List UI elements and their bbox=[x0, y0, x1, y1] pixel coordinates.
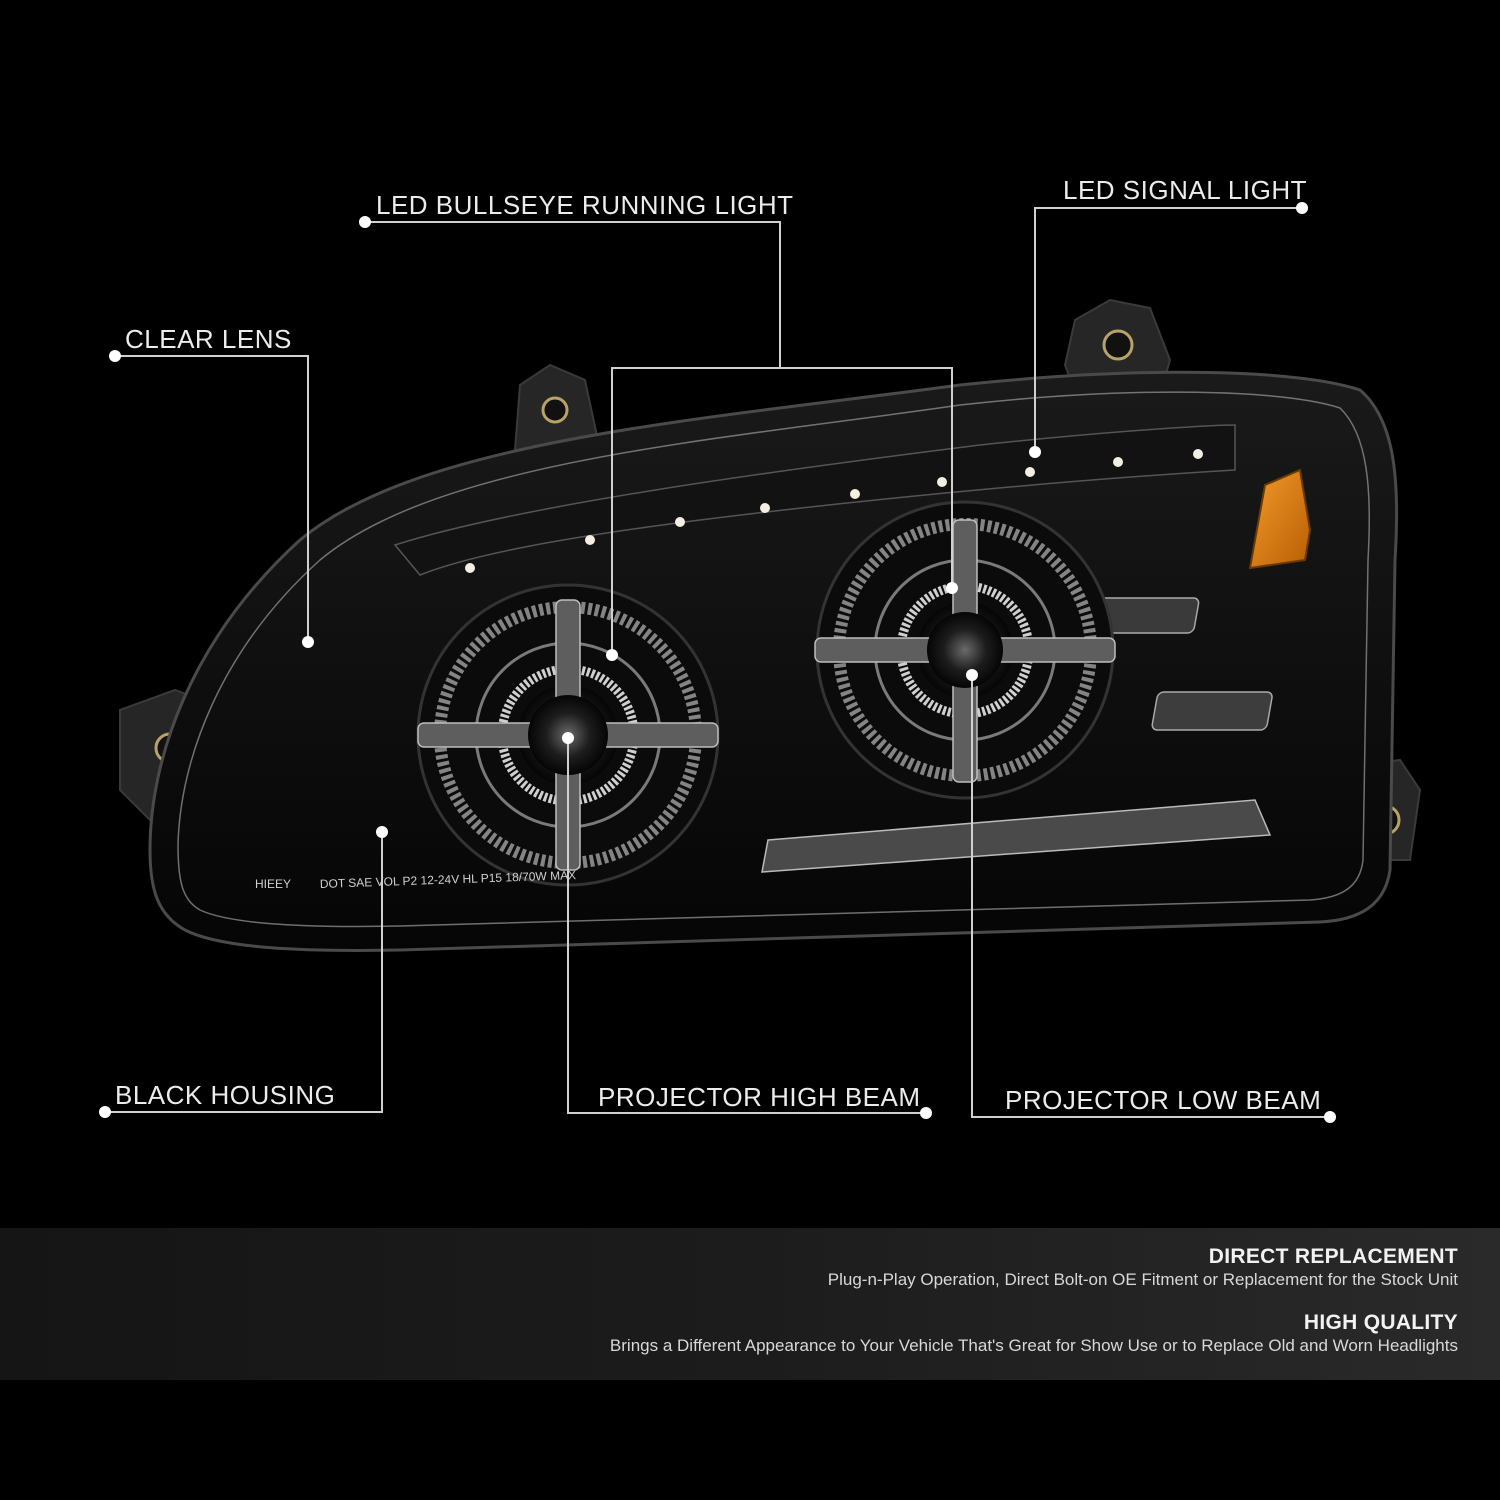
callout-lines bbox=[105, 207, 1330, 1118]
projector-low-beam bbox=[814, 500, 1116, 800]
led-dot bbox=[585, 535, 595, 545]
leader-projector-high bbox=[567, 738, 926, 1114]
led-running-strip bbox=[393, 424, 1236, 576]
led-dot bbox=[850, 489, 860, 499]
label-projector-low: PROJECTOR LOW BEAM bbox=[1005, 1085, 1322, 1115]
label-led-bullseye: LED BULLSEYE RUNNING LIGHT bbox=[376, 190, 794, 220]
led-dot bbox=[465, 563, 475, 573]
led-dot bbox=[937, 477, 947, 487]
led-dot bbox=[1113, 457, 1123, 467]
led-dot bbox=[760, 503, 770, 513]
label-led-signal: LED SIGNAL LIGHT bbox=[1063, 175, 1307, 205]
light-bar-middle bbox=[1151, 691, 1273, 731]
leader-clear-lens bbox=[115, 355, 309, 642]
feature-title-direct: DIRECT REPLACEMENT bbox=[1208, 1245, 1458, 1268]
led-dot bbox=[1025, 467, 1035, 477]
leader-projector-low bbox=[971, 675, 1330, 1118]
feature-desc-direct: Plug-n-Play Operation, Direct Bolt-on OE… bbox=[827, 1270, 1458, 1289]
feature-panel: DIRECT REPLACEMENT Plug-n-Play Operation… bbox=[0, 1228, 1500, 1380]
feature-title-quality: HIGH QUALITY bbox=[1303, 1311, 1458, 1334]
callout-dots bbox=[99, 202, 1336, 1123]
clear-lens-outline bbox=[177, 391, 1371, 928]
led-dot bbox=[1193, 449, 1203, 459]
label-projector-high: PROJECTOR HIGH BEAM bbox=[598, 1082, 921, 1112]
leader-black-housing bbox=[105, 832, 383, 1113]
amber-side-marker bbox=[1248, 468, 1312, 570]
feature-desc-quality: Brings a Different Appearance to Your Ve… bbox=[609, 1336, 1458, 1355]
label-black-housing: BLACK HOUSING bbox=[115, 1080, 336, 1110]
leader-led-signal bbox=[1034, 207, 1302, 452]
light-bar-lower bbox=[761, 799, 1272, 873]
led-dot bbox=[675, 517, 685, 527]
label-clear-lens: CLEAR LENS bbox=[125, 324, 292, 354]
leader-led-bullseye-b bbox=[780, 367, 953, 588]
lens-code: HIEEY bbox=[255, 877, 291, 891]
